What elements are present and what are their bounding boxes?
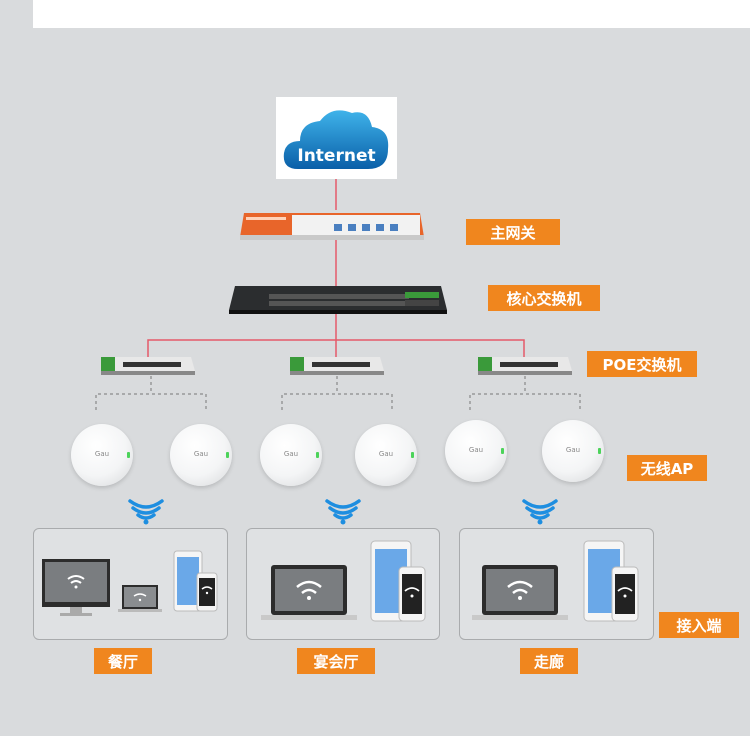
area-label-banquet-hall: 宴会厅	[297, 648, 375, 674]
ap-brand-label: Gau	[193, 450, 209, 458]
internet-label: Internet	[297, 146, 376, 166]
wireless-ap: Gau	[355, 424, 417, 486]
core-switch-device	[229, 284, 447, 316]
endpoint-group-corridor	[459, 528, 654, 640]
ap-brand-label: Gau	[378, 450, 394, 458]
poe-switch-label: POE交换机	[587, 351, 697, 377]
area-label-restaurant: 餐厅	[94, 648, 152, 674]
ap-brand-label: Gau	[468, 446, 484, 454]
gateway-device	[240, 207, 424, 241]
ap-brand-label: Gau	[565, 446, 581, 454]
core-switch-label: 核心交换机	[488, 285, 600, 311]
wireless-ap: Gau	[71, 424, 133, 486]
poe-switch-2	[290, 355, 384, 377]
area-label-corridor: 走廊	[520, 648, 578, 674]
wireless-ap: Gau	[170, 424, 232, 486]
ap-brand-label: Gau	[283, 450, 299, 458]
wireless-ap: Gau	[260, 424, 322, 486]
cloud-icon	[283, 110, 389, 169]
access-label: 接入端	[659, 612, 739, 638]
wireless-ap: Gau	[542, 420, 604, 482]
poe-switch-3	[478, 355, 572, 377]
wireless-ap-label: 无线AP	[627, 455, 707, 481]
top-white-bar	[33, 0, 750, 28]
endpoint-group-banquet-hall	[246, 528, 440, 640]
endpoint-group-restaurant	[33, 528, 228, 640]
poe-switch-1	[101, 355, 195, 377]
wifi-signal-icon	[522, 499, 558, 525]
wifi-signal-icon	[128, 499, 164, 525]
gateway-label: 主网关	[466, 219, 560, 245]
wireless-ap: Gau	[445, 420, 507, 482]
wifi-signal-icon	[325, 499, 361, 525]
poe-ap-links	[95, 376, 581, 410]
ap-brand-label: Gau	[94, 450, 110, 458]
internet-node: Internet	[276, 97, 397, 179]
